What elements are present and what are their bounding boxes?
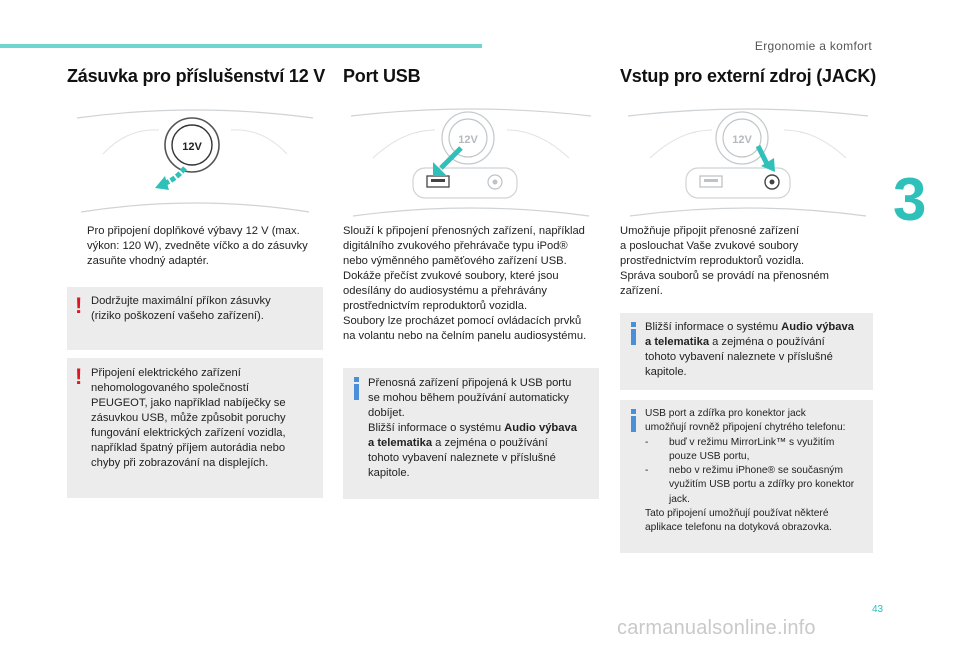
info-icon xyxy=(631,409,637,432)
bullet-marker xyxy=(67,224,87,269)
instruction-12v: Pro připojení doplňkové výbavy 12 V (max… xyxy=(67,224,325,269)
section-title: Ergonomie a komfort xyxy=(754,39,872,53)
illustration-usb-port: 12V xyxy=(350,108,592,217)
jack-description: Umožňuje připojit přenosné zařízení a po… xyxy=(620,225,829,297)
warning-box-devices: ! Připojení elektrického zařízení nehomo… xyxy=(67,358,323,498)
column-12v-socket: Zásuvka pro příslušenství 12 V 12V Pro p… xyxy=(67,66,326,498)
usb-description: Slouží k připojení přenosných zařízení, … xyxy=(343,225,587,342)
page-number: 43 xyxy=(872,604,884,615)
column-usb-port: Port USB 12V Slouží k připojení přenosný… xyxy=(343,66,599,499)
info-icon xyxy=(354,377,360,400)
warning-icon: ! xyxy=(75,364,83,389)
illustration-12v-socket: 12V xyxy=(76,109,314,213)
warning-icon: ! xyxy=(75,293,83,318)
header-accent-bar xyxy=(0,44,482,48)
heading-jack-input: Vstup pro externí zdroj (JACK) xyxy=(620,66,877,86)
info-box-smartphone: USB port a zdířka pro konektor jack umož… xyxy=(620,400,873,553)
heading-12v-socket: Zásuvka pro příslušenství 12 V xyxy=(67,66,326,86)
illustration-jack-input: 12V xyxy=(627,108,869,217)
info-icon xyxy=(631,322,637,345)
column-jack-input: Vstup pro externí zdroj (JACK) 12V Umožň… xyxy=(620,66,877,553)
list-item: - nebo v režimu iPhone® se současným vyu… xyxy=(645,465,855,505)
chapter-number: 3 xyxy=(893,166,927,233)
info-box-usb-charging: Přenosná zařízení připojená k USB portu … xyxy=(343,368,599,499)
socket-label: 12V xyxy=(732,134,752,146)
heading-usb-port: Port USB xyxy=(343,66,421,86)
info-box-audio-system: Bližší informace o systému Audio výbava … xyxy=(620,313,873,390)
socket-label: 12V xyxy=(182,141,202,153)
warning-box-power: ! Dodržujte maximální příkon zásuvky (ri… xyxy=(67,287,323,350)
list-item: - buď v režimu MirrorLink™ s využitím po… xyxy=(645,436,835,462)
watermark: carmanualsonline.info xyxy=(617,617,816,639)
socket-label: 12V xyxy=(458,134,478,146)
